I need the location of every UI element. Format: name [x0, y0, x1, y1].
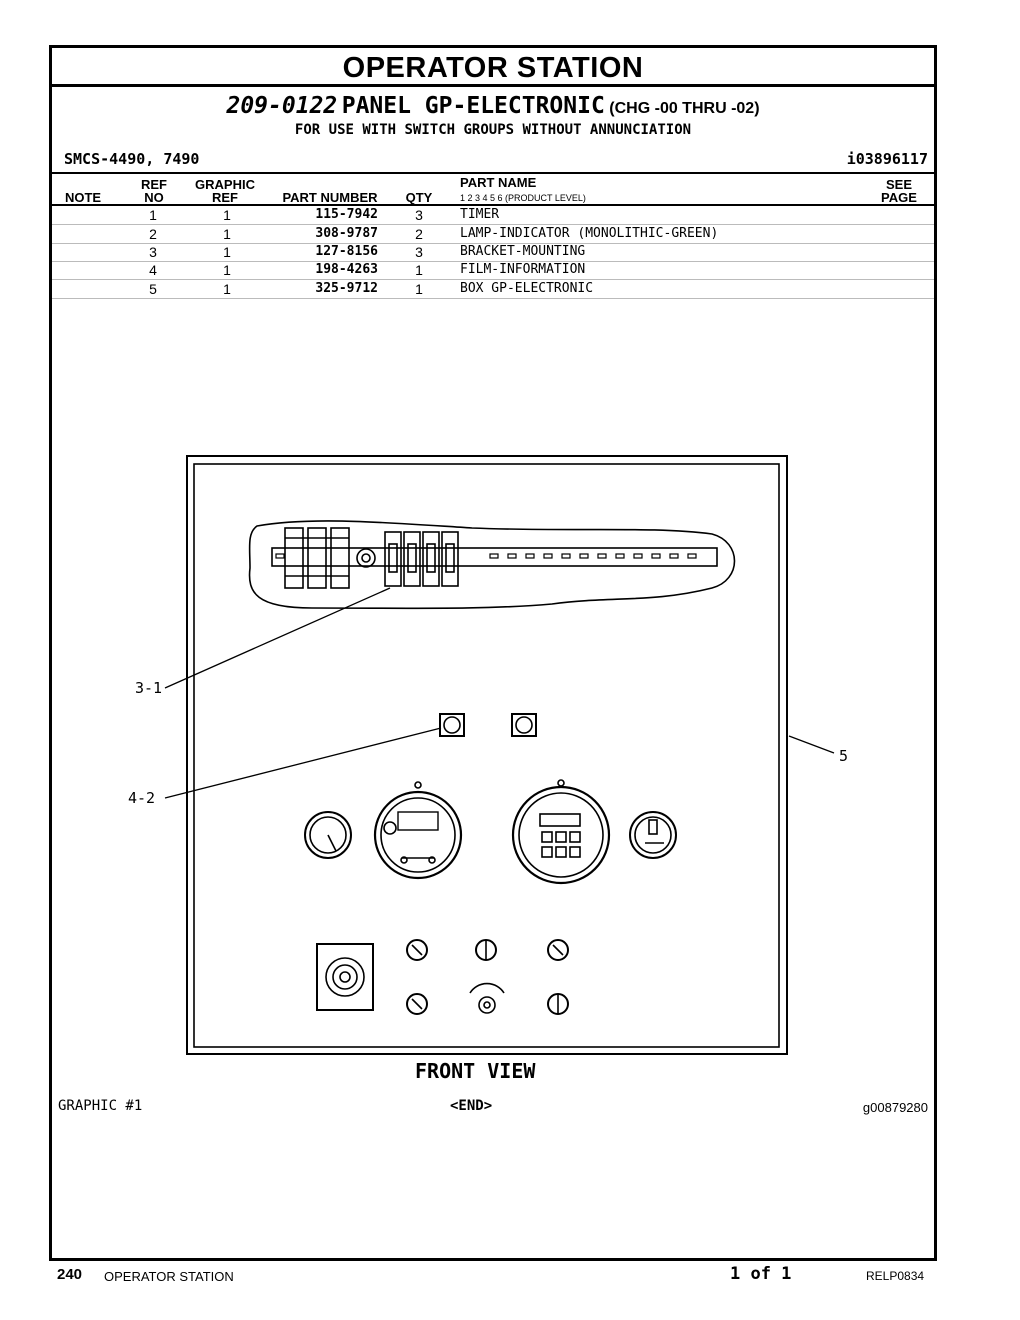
indicator-lamp-2	[511, 713, 537, 737]
table-row: 4 1 198-4263 1 FILM-INFORMATION	[52, 261, 934, 280]
switch-1	[406, 939, 428, 961]
graphic-ref: 1	[223, 262, 231, 278]
smcs-code: SMCS-4490, 7490	[64, 150, 200, 168]
callout-4-2: 4-2	[128, 789, 155, 807]
table-row: 1 1 115-7942 3 TIMER	[52, 206, 934, 225]
end-marker: <END>	[450, 1098, 493, 1114]
col-see-line1: SEE	[885, 177, 912, 192]
qty: 3	[415, 244, 423, 260]
page-title: OPERATOR STATION	[52, 48, 934, 87]
leader-5	[788, 735, 835, 754]
controller-left	[373, 790, 463, 880]
illustration-id: i03896117	[846, 150, 928, 168]
part-name: BRACKET-MOUNTING	[460, 244, 586, 259]
bracket-group	[384, 531, 459, 587]
usage-note: FOR USE WITH SWITCH GROUPS WITHOUT ANNUN…	[294, 122, 692, 138]
col-graphic-line1: GRAPHIC	[195, 177, 255, 192]
table-row: 3 1 127-8156 3 BRACKET-MOUNTING	[52, 243, 934, 262]
table-header-divider	[52, 204, 934, 206]
graphic-ref: 1	[223, 281, 231, 297]
col-note: NOTE	[64, 190, 102, 205]
col-qty: QTY	[405, 190, 433, 205]
graphic-ref: 1	[223, 226, 231, 242]
footer-section: OPERATOR STATION	[104, 1269, 234, 1284]
graphic-label: GRAPHIC #1	[58, 1098, 143, 1114]
callout-5: 5	[839, 747, 848, 765]
table-row: 2 1 308-9787 2 LAMP-INDICATOR (MONOLITHI…	[52, 225, 934, 244]
part-number: 308-9787	[315, 226, 378, 241]
product-level: 1 2 3 4 5 6 (PRODUCT LEVEL)	[460, 193, 586, 203]
page-frame: OPERATOR STATION 209-0122 PANEL GP-ELECT…	[49, 45, 937, 1261]
drawing-caption: FRONT VIEW	[415, 1059, 536, 1083]
timer-group	[284, 527, 376, 589]
col-ref-line1: REF	[141, 177, 167, 192]
leader-3-1	[164, 587, 391, 689]
part-name: FILM-INFORMATION	[460, 262, 586, 277]
part-number: 198-4263	[315, 262, 378, 277]
switch-4	[406, 993, 428, 1015]
graphic-ref: 1	[223, 207, 231, 223]
timer-3	[330, 527, 350, 589]
ref-no: 3	[149, 244, 157, 260]
timer-2	[307, 527, 327, 589]
qty: 2	[415, 226, 423, 242]
assembly-part-number: 209-0122	[226, 93, 338, 119]
col-part-number: PART NUMBER	[282, 190, 378, 205]
col-ref-line2: NO	[144, 190, 164, 205]
part-number: 325-9712	[315, 281, 378, 296]
panel-drawing: 3-1 4-2 5 FRONT VIEW	[128, 455, 848, 1083]
part-name: TIMER	[460, 207, 500, 222]
leader-4-2	[164, 727, 442, 799]
assembly-part-name: PANEL GP-ELECTRONIC	[341, 93, 605, 119]
gauge-right	[629, 811, 677, 859]
graphic-id: g00879280	[862, 1100, 928, 1115]
gauge-left	[304, 811, 352, 859]
col-part-name: PART NAME	[460, 175, 537, 190]
assembly-heading: 209-0122 PANEL GP-ELECTRONIC (CHG -00 TH…	[52, 93, 934, 119]
ref-no: 2	[149, 226, 157, 242]
timer-1	[284, 527, 304, 589]
key-switch	[478, 996, 496, 1014]
qty: 1	[415, 281, 423, 297]
part-name: LAMP-INDICATOR (MONOLITHIC-GREEN)	[460, 226, 719, 241]
footer-doc-code: RELP0834	[866, 1269, 925, 1283]
din-rail	[271, 547, 718, 567]
part-number: 115-7942	[315, 207, 378, 222]
box-inner-outline	[193, 463, 780, 1048]
col-graphic-line2: REF	[212, 190, 238, 205]
cutaway-outline	[248, 520, 736, 610]
part-name: BOX GP-ELECTRONIC	[460, 281, 594, 296]
callout-3-1: 3-1	[135, 679, 162, 697]
header-divider	[52, 172, 934, 174]
table-row: 5 1 325-9712 1 BOX GP-ELECTRONIC	[52, 280, 934, 299]
ref-no: 1	[149, 207, 157, 223]
change-range: (CHG -00 THRU -02)	[609, 100, 760, 117]
qty: 3	[415, 207, 423, 223]
qty: 1	[415, 262, 423, 278]
ref-no: 4	[149, 262, 157, 278]
graphic-ref: 1	[223, 244, 231, 260]
ref-no: 5	[149, 281, 157, 297]
controller-right	[511, 785, 611, 885]
switch-3	[547, 939, 569, 961]
indicator-lamp-1	[439, 713, 465, 737]
key-switch-arc	[469, 982, 505, 994]
footer-page-number: 240	[57, 1266, 83, 1283]
box-outer-outline	[186, 455, 788, 1055]
col-see-line2: PAGE	[881, 190, 917, 205]
emergency-stop	[316, 943, 374, 1011]
part-number: 127-8156	[315, 244, 378, 259]
footer-page-of: 1 of 1	[730, 1264, 792, 1284]
